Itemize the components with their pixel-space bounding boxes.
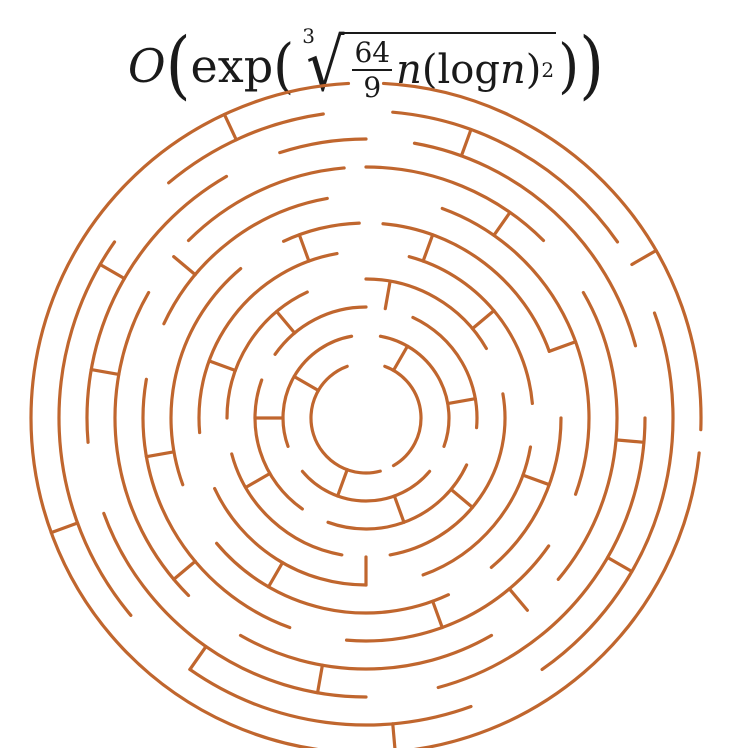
maze-wall-radial: [470, 309, 496, 331]
maze-wall-arc: [253, 378, 304, 511]
maze-wall-arc: [186, 166, 346, 243]
maze-wall-radial: [244, 471, 272, 490]
maze-wall-radial: [507, 587, 529, 612]
maze-wall-radial: [266, 561, 285, 589]
fraction: 64 9: [352, 36, 393, 104]
maze-wall-arc: [281, 221, 361, 243]
maze-wall-radial: [383, 279, 392, 311]
maze-wall-radial: [431, 599, 444, 630]
maze-wall-arc: [113, 290, 191, 598]
outer-left-paren: (: [165, 23, 191, 109]
maze-wall-radial: [292, 374, 320, 393]
maze-wall-radial: [421, 233, 435, 263]
exp-function: exp: [190, 39, 274, 93]
maze-wall-arc: [141, 377, 292, 630]
big-o-symbol: O: [127, 39, 166, 93]
maze-wall-arc: [326, 463, 469, 531]
maze-wall-radial: [391, 722, 397, 748]
maze-wall-radial: [222, 112, 238, 142]
formula-title: O ( exp ( 3 √ 64 9 n ( log n ) 2 ) ): [0, 18, 732, 114]
maze-wall-radial: [172, 255, 197, 277]
maze-wall-arc: [309, 364, 382, 475]
maze-wall-arc: [57, 240, 133, 617]
maze-wall-arc: [421, 445, 533, 577]
maze-wall-radial: [207, 359, 237, 373]
maze-wall-radial: [391, 344, 410, 372]
maze-wall-arc: [167, 112, 325, 185]
maze-wall-arc: [391, 110, 620, 244]
maze-wall-arc: [85, 174, 229, 444]
maze-wall-arc: [411, 315, 479, 430]
maze-wall-arc: [364, 165, 546, 243]
maze-wall-arc: [344, 544, 551, 643]
inner-right-paren: ): [558, 30, 580, 101]
maze-wall-radial: [315, 663, 325, 695]
maze-wall-radial: [172, 559, 197, 581]
maze-wall-radial: [606, 555, 634, 574]
maze-wall-arc: [29, 81, 701, 748]
cube-root: 3 √ 64 9 n ( log n ) 2: [298, 24, 557, 108]
maze-wall-radial: [336, 468, 349, 498]
maze-wall-radial: [459, 127, 473, 158]
log-function: log: [437, 47, 500, 93]
maze-wall-arc: [540, 311, 675, 672]
root-index: 3: [302, 24, 315, 48]
maze-wall-arc: [440, 206, 591, 496]
maze-wall-radial: [275, 309, 297, 335]
maze-wall-radial: [446, 397, 477, 406]
maze-wall-arc: [215, 541, 451, 615]
maze-wall-arc: [381, 81, 703, 432]
maze-wall-radial: [297, 233, 311, 263]
maze-wall-radial: [188, 644, 208, 672]
maze-wall-arc: [436, 416, 647, 690]
maze-wall-arc: [378, 334, 451, 448]
maze-wall-radial: [630, 248, 658, 267]
maze-wall-radial: [89, 367, 121, 377]
log-right-paren: ): [525, 47, 542, 93]
log-left-paren: (: [421, 47, 438, 93]
maze-wall-radial: [144, 450, 176, 459]
maze-wall-arc: [364, 277, 488, 351]
maze-wall-arc: [230, 452, 344, 557]
maze-wall-arc: [197, 251, 339, 435]
maze-wall-arc: [238, 633, 494, 671]
maze-wall-arc: [489, 416, 563, 569]
fraction-denominator: 9: [363, 71, 382, 104]
maze-wall-radial: [392, 494, 406, 524]
maze-wall-arc: [213, 486, 368, 587]
maze-wall-radial: [614, 438, 646, 444]
maze-wall-arc: [412, 141, 638, 348]
fraction-numerator: 64: [352, 36, 393, 71]
exponent-2: 2: [541, 58, 555, 82]
maze-wall-arc: [169, 267, 243, 487]
maze-wall-radial: [49, 521, 80, 535]
outer-right-paren: ): [579, 23, 605, 109]
maze-wall-arc: [188, 667, 473, 727]
maze-wall-arc: [273, 305, 368, 356]
maze-wall-radial: [547, 340, 578, 353]
maze-wall-radial: [449, 487, 475, 509]
maze-wall-arc: [225, 290, 309, 420]
maze-wall-radial: [492, 210, 512, 237]
maze-wall-radial: [98, 262, 126, 281]
variable-n-log: n: [499, 47, 526, 93]
maze-wall-arc: [300, 469, 432, 503]
maze-wall-arc: [383, 364, 423, 468]
radical-sign-icon: √: [306, 24, 345, 108]
radicand: 64 9 n ( log n ) 2: [344, 32, 557, 104]
inner-left-paren: (: [273, 30, 295, 101]
maze-wall-radial: [521, 473, 551, 487]
maze-wall-arc: [278, 137, 368, 155]
maze-wall-arc: [381, 222, 551, 353]
maze-wall-arc: [162, 196, 329, 326]
maze-wall-arc: [388, 392, 507, 557]
